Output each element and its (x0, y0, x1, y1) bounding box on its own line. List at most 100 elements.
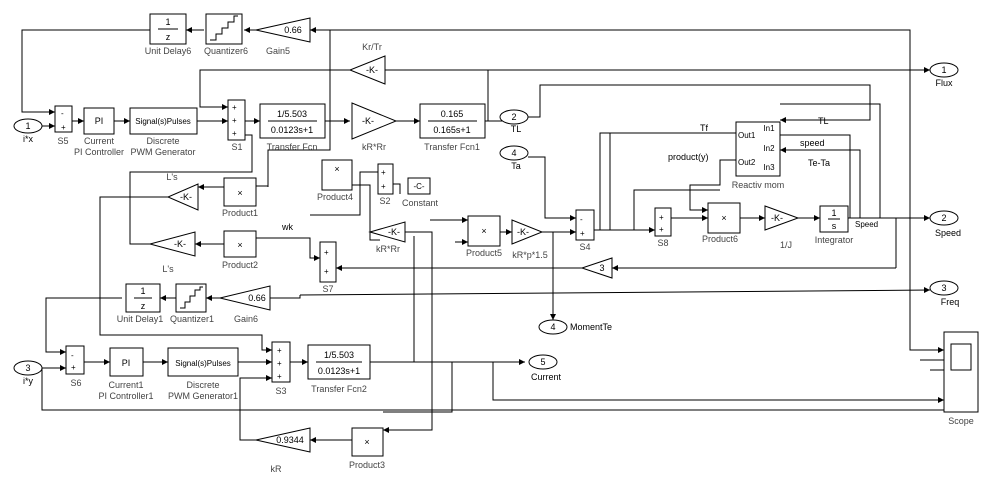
product5-label: Product5 (466, 248, 502, 258)
svg-text:+: + (381, 168, 386, 177)
constant-block[interactable]: -C- Constant (402, 177, 439, 208)
pi-controller1-block[interactable]: PI Current1 PI Controller1 (98, 347, 154, 401)
svg-text:-K-: -K- (366, 65, 378, 75)
svg-text:-: - (71, 351, 74, 360)
svg-text:1: 1 (941, 65, 946, 75)
svg-text:z: z (166, 32, 171, 42)
sum-s1-block[interactable]: + + + S1 (227, 99, 246, 152)
product2-block[interactable]: × Product2 (222, 230, 258, 270)
inport-1-label: i*x (23, 134, 34, 144)
pi-controller1-label1: Current1 (108, 380, 143, 390)
sum-s4-block[interactable]: - + S4 (575, 209, 595, 252)
signal-tl-label: TL (818, 116, 829, 126)
svg-text:4: 4 (511, 148, 516, 158)
signal-te-ta-label: Te-Ta (808, 158, 830, 168)
outport-5-label: Current (531, 372, 562, 382)
outport-5[interactable]: 5 Current (528, 354, 562, 382)
ls-gain-bottom-block[interactable]: -K- L's (148, 231, 196, 274)
inport-2[interactable]: 2 TL (499, 109, 529, 134)
pwm-generator-block[interactable]: Signal(s)Pulses Discrete PWM Generator (129, 107, 198, 157)
inverse-j-label: 1/J (780, 240, 792, 250)
kr-p-label: kR*p*1.5 (512, 250, 548, 260)
kr-p-gain-block[interactable]: -K- kR*p*1.5 (511, 219, 548, 260)
sum-s8-block[interactable]: + + S8 (654, 207, 672, 248)
constant-label: Constant (402, 198, 439, 208)
kr-rr2-gain-block[interactable]: -K- kR*Rr (368, 221, 406, 254)
kr-rr2-label: kR*Rr (376, 244, 400, 254)
svg-text:1: 1 (165, 17, 170, 27)
s2-label: S2 (379, 196, 390, 206)
ls-bottom-label: L's (162, 264, 174, 274)
signal-tf-label: Tf (700, 123, 708, 133)
sum-s5-block[interactable]: - + S5 (54, 105, 73, 146)
inport-4[interactable]: 4 Ta (499, 145, 529, 171)
unit-delay6-label: Unit Delay6 (145, 46, 192, 56)
pwm1-label2: PWM Generator1 (168, 391, 238, 401)
integrator-signal-label: Speed (855, 220, 878, 229)
gain3-block[interactable]: 3 (580, 257, 613, 279)
svg-text:+: + (324, 267, 329, 276)
inport-3-label: i*y (23, 376, 34, 386)
product6-label: Product6 (702, 234, 738, 244)
reactiv-mom-subsystem[interactable]: Out1 Out2 In1 In2 In3 Reactiv mom (732, 121, 785, 190)
svg-text:2: 2 (941, 213, 946, 223)
kr-gain-block[interactable]: 0.9344 kR (255, 427, 311, 474)
ls-gain-top-block[interactable]: -K- L's (166, 172, 199, 211)
svg-text:+: + (381, 182, 386, 191)
outport-4[interactable]: 4 MomentTe (538, 319, 612, 335)
sum-s3-block[interactable]: + + + S3 (271, 341, 291, 396)
inport-1[interactable]: 1 i*x (13, 118, 43, 144)
outport-3[interactable]: 3 Freq (929, 280, 960, 307)
product3-block[interactable]: × Product3 (349, 427, 385, 470)
unit-delay1-label: Unit Delay1 (117, 314, 164, 324)
product4-label: Product4 (317, 192, 353, 202)
unit-delay6-block[interactable]: 1 z Unit Delay6 (145, 13, 192, 56)
svg-text:+: + (232, 103, 237, 112)
svg-text:0.66: 0.66 (248, 293, 266, 303)
transfer-fcn1-label: Transfer Fcn1 (424, 142, 480, 152)
signal-product-y-label: product(y) (668, 152, 709, 162)
kr-gain-label: kR (271, 464, 283, 474)
product1-label: Product1 (222, 208, 258, 218)
product5-block[interactable]: × Product5 (466, 215, 502, 258)
sum-s7-block[interactable]: + + S7 (319, 241, 337, 294)
quantizer6-block[interactable]: Quantizer6 (204, 13, 248, 56)
s5-label: S5 (57, 136, 68, 146)
svg-text:0.0123s+1: 0.0123s+1 (318, 366, 360, 376)
sum-s2-block[interactable]: + + S2 (377, 163, 394, 206)
transfer-fcn-block[interactable]: 1/5.503 0.0123s+1 Transfer Fcn (259, 103, 326, 152)
pwm1-label1: Discrete (186, 380, 219, 390)
svg-text:+: + (277, 359, 282, 368)
svg-text:-K-: -K- (174, 239, 186, 249)
outport-3-label: Freq (941, 297, 960, 307)
transfer-fcn2-block[interactable]: 1/5.503 0.0123s+1 Transfer Fcn2 (307, 344, 371, 394)
svg-text:+: + (232, 116, 237, 125)
svg-text:-K-: -K- (517, 227, 529, 237)
svg-text:PI: PI (95, 116, 104, 126)
outport-2-label: Speed (935, 228, 961, 238)
inverse-j-gain-block[interactable]: -K- 1/J (764, 205, 800, 250)
kr-rr-gain-block[interactable]: -K- kR*Rr (351, 102, 398, 152)
s6-label: S6 (70, 378, 81, 388)
quantizer1-block[interactable]: Quantizer1 (170, 283, 214, 324)
sum-s6-block[interactable]: - + S6 (65, 345, 85, 388)
svg-text:1: 1 (25, 121, 30, 131)
outport-2[interactable]: 2 Speed (929, 210, 961, 238)
product4-block[interactable]: × Product4 (317, 159, 353, 202)
product6-block[interactable]: × Product6 (702, 202, 741, 244)
pwm-generator1-block[interactable]: Signal(s)Pulses Discrete PWM Generator1 (167, 347, 239, 401)
gain5-block[interactable]: 0.66 Gain5 (255, 17, 311, 56)
signal-speed-label: speed (800, 138, 825, 148)
kr-tr-gain-block[interactable]: -K- Kr/Tr (348, 42, 386, 85)
pi-controller-block[interactable]: PI Current PI Controller (74, 107, 124, 157)
inport-3[interactable]: 3 i*y (13, 360, 43, 386)
transfer-fcn1-block[interactable]: 0.165 0.165s+1 Transfer Fcn1 (419, 103, 486, 152)
unit-delay1-block[interactable]: 1 z Unit Delay1 (117, 283, 164, 324)
inport-2-label: TL (511, 124, 522, 134)
outport-1[interactable]: 1 Flux (929, 62, 959, 88)
scope-block[interactable]: Scope (943, 331, 979, 426)
integrator-block[interactable]: 1 s Integrator Speed (815, 205, 878, 245)
gain6-block[interactable]: 0.66 Gain6 (219, 285, 271, 324)
product1-block[interactable]: × Product1 (222, 177, 258, 218)
